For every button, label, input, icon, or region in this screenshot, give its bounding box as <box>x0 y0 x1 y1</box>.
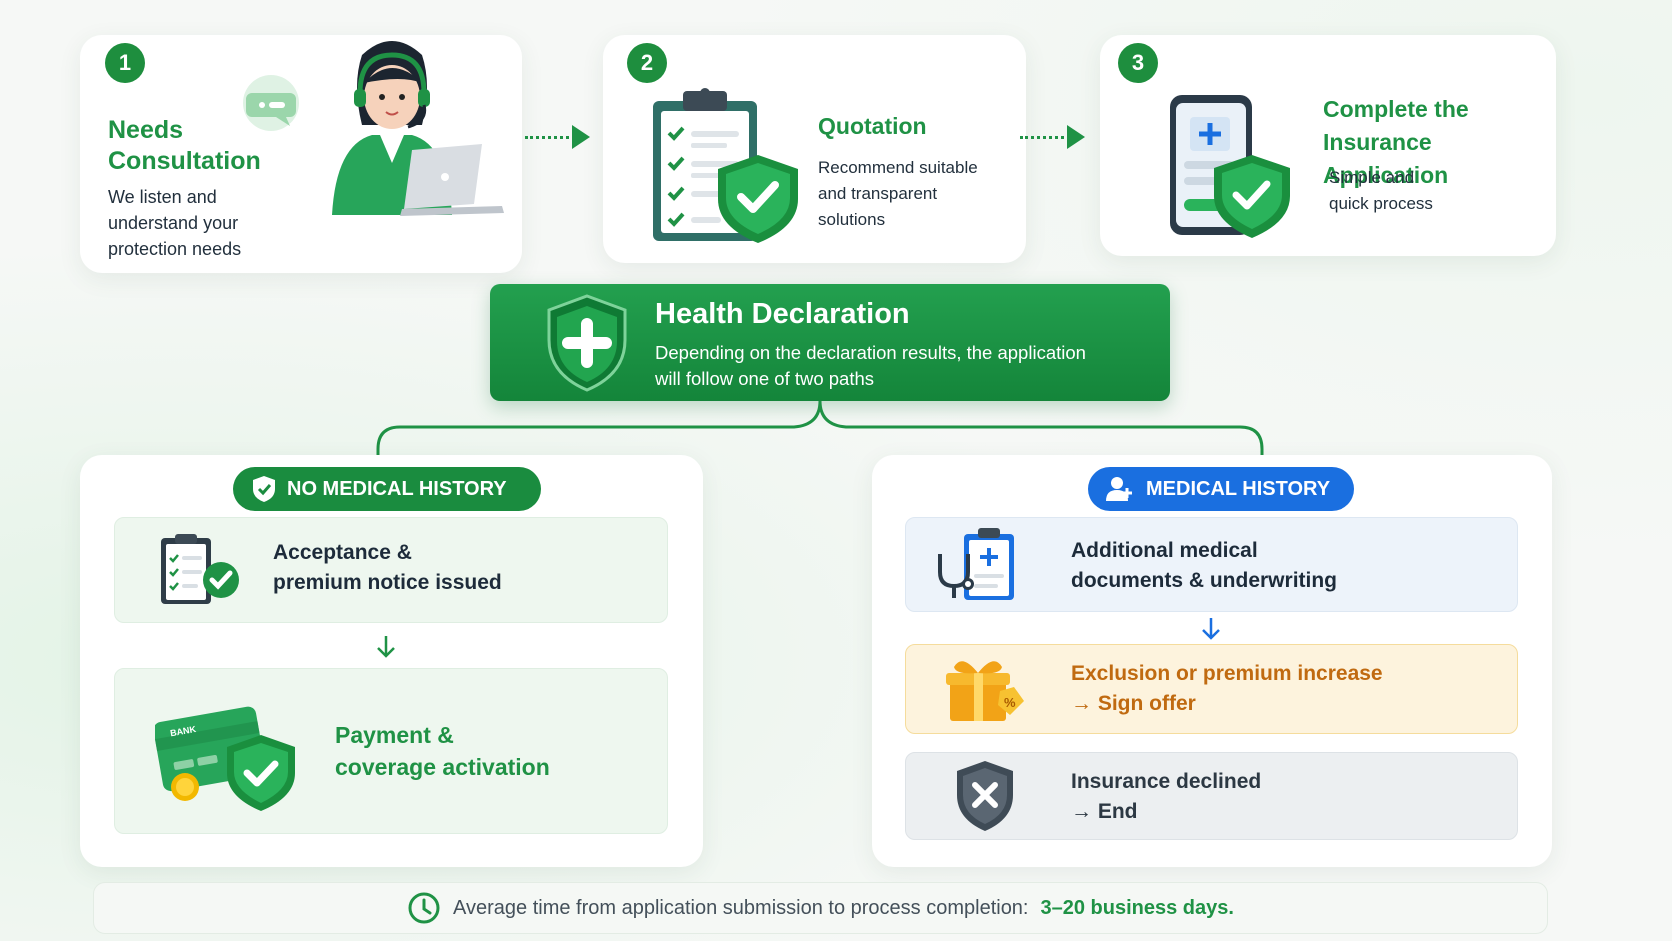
exclusion-text: Exclusion or premium increase → Sign off… <box>1071 659 1383 719</box>
health-desc-line: Depending on the declaration results, th… <box>655 342 1086 363</box>
step-number-2: 2 <box>627 43 667 83</box>
step-3-title-line2: Insurance Application <box>1323 129 1449 188</box>
payment-text: Payment & coverage activation <box>335 719 550 783</box>
declined-line: Insurance declined <box>1071 770 1262 793</box>
gift-icon: % <box>946 661 1024 721</box>
step-3-title-line1: Complete the <box>1323 96 1469 122</box>
exclusion-row: % Exclusion or premium increase → Sign o… <box>905 644 1518 734</box>
payment-row: BANK Payment & coverage activation <box>114 668 668 834</box>
step-2-description: Recommend suitable and transparent solut… <box>818 155 978 233</box>
connector-dots-2 <box>1020 136 1070 139</box>
additional-documents-row: Additional medical documents & underwrit… <box>905 517 1518 612</box>
declined-text: Insurance declined → End <box>1071 767 1261 827</box>
step-1-description: We listen and understand your protection… <box>108 184 241 262</box>
arrow-down-icon <box>377 636 395 658</box>
step-3-desc-line: Simple and <box>1329 168 1415 187</box>
step-1-title: Needs Consultation <box>108 115 261 177</box>
step-number-3: 3 <box>1118 43 1158 83</box>
step-3-description: Simple and quick process <box>1329 165 1433 217</box>
clipboard-checklist-icon <box>653 88 798 243</box>
connector-arrow-2 <box>1067 125 1085 149</box>
shield-small-icon <box>253 476 275 502</box>
exclusion-line: Exclusion or premium increase <box>1071 662 1383 685</box>
step-card-3: 3 Complete the Insurance Application Sim… <box>1100 35 1556 256</box>
svg-text:%: % <box>1004 695 1016 710</box>
footer-bar: Average time from application submission… <box>93 882 1548 934</box>
health-declaration-title: Health Declaration <box>655 298 910 330</box>
exclusion-line: → Sign offer <box>1071 692 1196 715</box>
connector-arrow-1 <box>572 125 590 149</box>
acceptance-line: Acceptance & <box>273 541 412 564</box>
footer-text: Average time from application submission… <box>453 896 1029 919</box>
step-1-title-line1: Needs <box>108 116 184 144</box>
additional-documents-text: Additional medical documents & underwrit… <box>1071 536 1337 596</box>
bank-label: BANK <box>169 724 197 738</box>
clipboard-check-icon <box>161 534 239 604</box>
user-group-icon <box>1106 477 1132 501</box>
acceptance-line: premium notice issued <box>273 571 502 594</box>
stethoscope-icon <box>938 528 1014 600</box>
health-declaration-desc: Depending on the declaration results, th… <box>655 340 1086 392</box>
no-medical-history-pill: NO MEDICAL HISTORY <box>233 467 541 511</box>
medical-history-label: MEDICAL HISTORY <box>1146 477 1331 500</box>
step-2-desc-line: Recommend suitable <box>818 158 978 177</box>
payment-line: coverage activation <box>335 754 550 780</box>
acceptance-text: Acceptance & premium notice issued <box>273 538 502 598</box>
chat-bubble-icon <box>243 75 299 131</box>
shield-plus-icon <box>547 294 627 392</box>
health-declaration-box: Health Declaration Depending on the decl… <box>490 284 1170 401</box>
shield-x-icon <box>957 761 1013 831</box>
phone-icon <box>1170 95 1290 238</box>
medical-history-pill: MEDICAL HISTORY <box>1088 467 1354 511</box>
declined-row: Insurance declined → End <box>905 752 1518 840</box>
step-1-title-line2: Consultation <box>108 147 261 175</box>
step-card-1: 1 Needs Consultation We listen and under… <box>80 35 522 273</box>
footer-highlight: 3–20 business days. <box>1040 896 1234 919</box>
no-medical-history-label: NO MEDICAL HISTORY <box>287 477 507 500</box>
connector-dots-1 <box>525 136 575 139</box>
step-2-title: Quotation <box>818 113 927 139</box>
payment-line: Payment & <box>335 722 454 748</box>
additional-documents-line: Additional medical <box>1071 539 1258 562</box>
health-desc-line: will follow one of two paths <box>655 368 875 389</box>
declined-line: → End <box>1071 800 1138 823</box>
bank-card-icon: BANK <box>155 706 295 811</box>
step-2-desc-line: solutions <box>818 210 886 229</box>
step-number-1: 1 <box>105 43 145 83</box>
step-2-desc-line: and transparent <box>818 184 938 203</box>
clock-icon <box>408 892 440 924</box>
step-card-2: 2 Quotation Recommend suitable and trans… <box>603 35 1026 263</box>
step-1-desc-line: We listen and <box>108 187 217 207</box>
step-1-desc-line: protection needs <box>108 239 242 259</box>
step-3-desc-line: quick process <box>1329 194 1433 213</box>
consultant-illustration <box>332 41 504 216</box>
step-3-title: Complete the Insurance Application <box>1323 93 1556 192</box>
additional-documents-line: documents & underwriting <box>1071 569 1338 592</box>
step-1-desc-line: understand your <box>108 213 239 233</box>
arrow-down-icon <box>1202 618 1220 640</box>
acceptance-row: Acceptance & premium notice issued <box>114 517 668 623</box>
